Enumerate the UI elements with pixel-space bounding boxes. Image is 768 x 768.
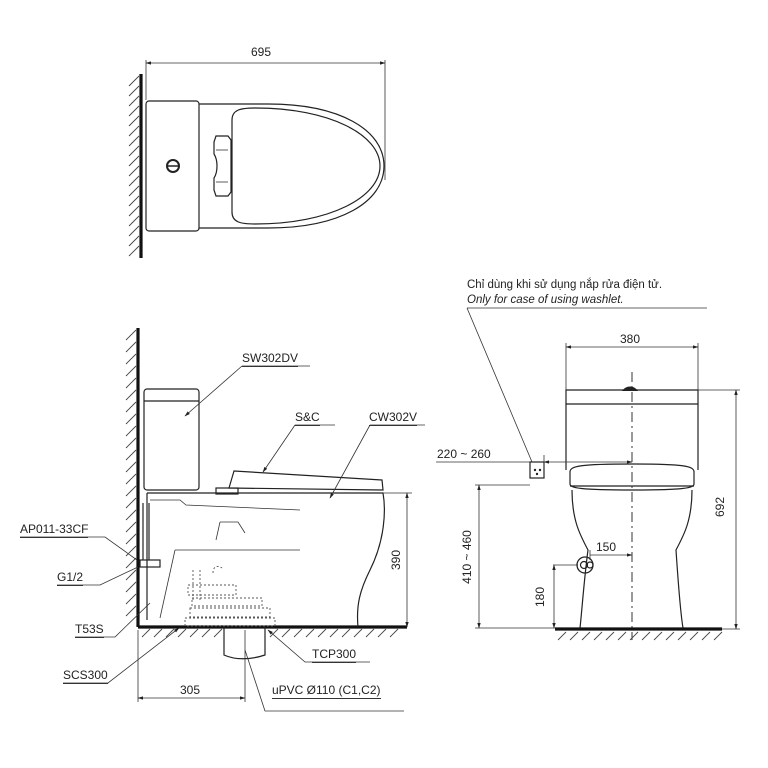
dim-220-260-label: 220 ~ 260 (437, 447, 491, 461)
wall-hatch (128, 75, 140, 257)
top-view (128, 60, 386, 258)
label-inlet: G1/2 (57, 570, 84, 586)
side-bowl-outline (147, 492, 385, 628)
drain-pipe-shape (223, 627, 266, 660)
dim-390-label: 390 (389, 549, 404, 571)
label-angle-valve: AP011-33CF (20, 522, 89, 538)
dim-695-label: 695 (251, 45, 272, 59)
label-seat-model: S&C (295, 410, 320, 426)
hinge-outline (213, 135, 232, 197)
dim-410-460-label: 410 ~ 460 (459, 530, 474, 584)
dim-380-label: 380 (620, 332, 641, 346)
tank-top-outline (145, 100, 200, 232)
side-wall-hatch (125, 329, 137, 617)
front-bowl-left (571, 489, 589, 629)
dim-180-label: 180 (533, 586, 548, 608)
label-tank-model: SW302DV (242, 351, 299, 367)
front-floor-hatch (557, 631, 723, 641)
side-tank-outline (143, 388, 200, 491)
side-seat-outline (228, 470, 384, 491)
front-view (436, 307, 740, 641)
dim-150-label: 150 (596, 540, 617, 554)
label-seal: SCS300 (63, 668, 108, 684)
front-seat-outline (569, 463, 695, 491)
dim-305-label: 305 (180, 683, 201, 697)
flush-button-icon (166, 159, 180, 173)
front-bowl-right (675, 489, 693, 629)
dim-692-label: 692 (713, 496, 728, 518)
label-flange: TCP300 (312, 647, 357, 663)
note-english: Only for case of using washlet. (467, 294, 624, 306)
electric-outlet-icon (529, 461, 545, 479)
seat-lid-outline (231, 107, 381, 225)
label-hose: T53S (75, 622, 104, 638)
label-bowl-model: CW302V (369, 410, 418, 426)
side-view (20, 328, 425, 712)
bowl-top-outline (199, 103, 385, 229)
label-drain: uPVC Ø110 (C1,C2) (272, 683, 381, 699)
note-vietnamese: Chỉ dùng khi sử dụng nắp rửa điện tử. (467, 279, 663, 291)
side-floor-hatch (141, 628, 399, 638)
angle-valve-shape (139, 559, 161, 568)
